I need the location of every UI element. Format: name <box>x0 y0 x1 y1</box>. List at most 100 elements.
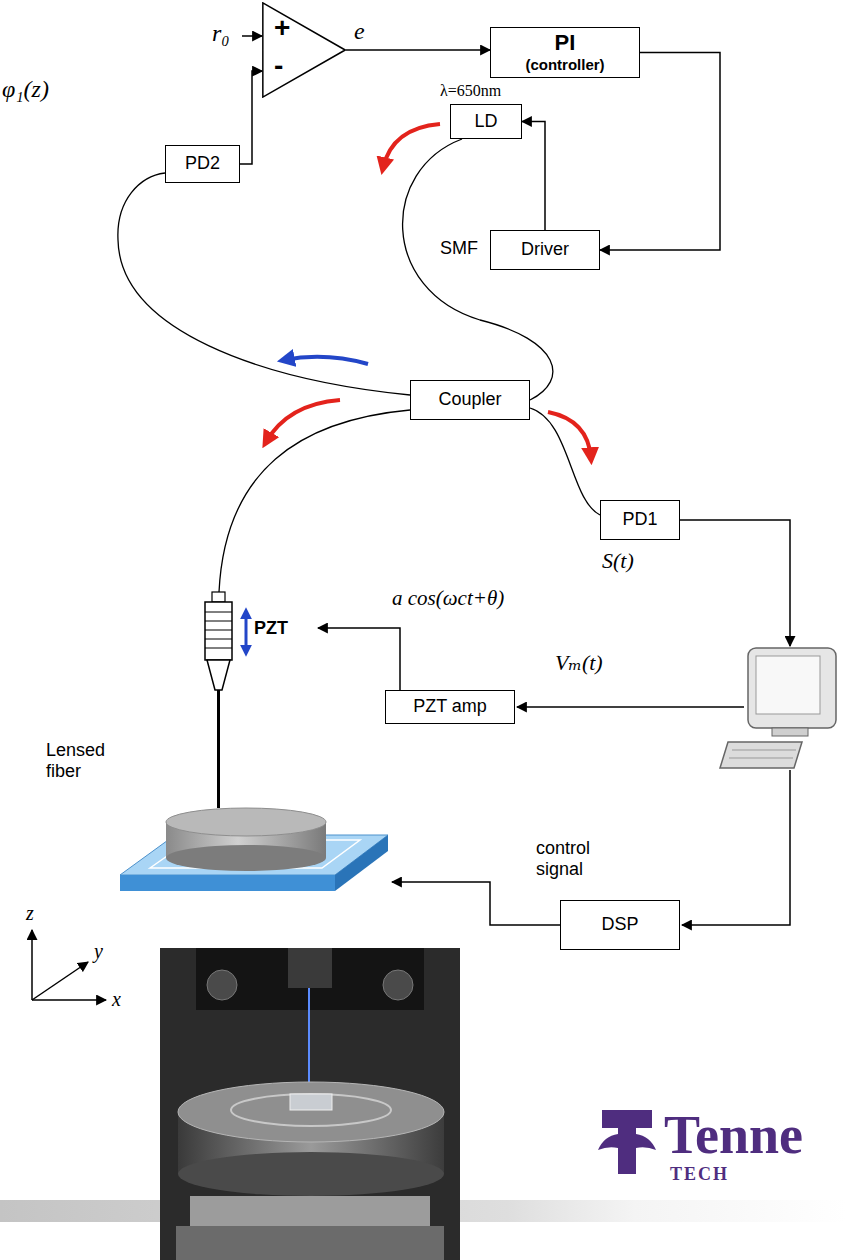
driver-box: Driver <box>490 230 600 270</box>
box-label: LD <box>474 111 497 133</box>
summing-junction: +- <box>262 2 346 98</box>
dsp-box: DSP <box>560 900 680 950</box>
axis <box>32 999 106 1001</box>
signal-wire <box>240 71 262 164</box>
signal-wire <box>600 53 720 251</box>
wavelength-note: λ=650nm <box>440 82 501 100</box>
axis-name: y <box>94 940 103 963</box>
emblem-wing <box>636 1134 656 1150</box>
part-name: Lensed fiber <box>46 740 128 781</box>
emblem-wing <box>598 1134 618 1150</box>
sample-top <box>166 808 326 836</box>
keyboard-row <box>729 758 793 759</box>
monitor-stand <box>772 728 808 736</box>
axis-name: x <box>112 988 121 1011</box>
signal-name: φ₁(z) <box>2 76 49 104</box>
sign-label: + <box>274 14 290 42</box>
box-label: PD1 <box>622 509 657 531</box>
fiber <box>530 408 600 515</box>
light-arrows <box>266 124 591 458</box>
signal-wires <box>242 36 790 925</box>
keyboard <box>720 742 802 768</box>
axis <box>32 962 88 1000</box>
signal-wire <box>517 706 744 708</box>
axis <box>31 930 33 1000</box>
box-label: Coupler <box>438 389 501 411</box>
signal-wire <box>242 35 262 37</box>
photodiode-box: PD1 <box>600 500 680 540</box>
sample-base <box>166 845 326 871</box>
photo-base <box>176 1226 444 1260</box>
signal-name: Vₘ(t) <box>555 650 603 675</box>
fiber <box>118 173 410 395</box>
light-arrow <box>266 400 340 442</box>
signal-name: r₀ <box>212 20 230 48</box>
photodiode-box: PD2 <box>165 145 240 183</box>
box-label: PI <box>555 31 576 55</box>
signal-wire <box>682 770 790 925</box>
keyboard-row <box>732 750 796 751</box>
signal-wire <box>680 520 790 646</box>
setup-photo <box>160 948 460 1260</box>
signal-name: control signal <box>536 838 618 879</box>
stage-front <box>120 875 335 891</box>
box-label: DSP <box>601 914 638 936</box>
light-arrow <box>383 124 440 168</box>
pzt-actuator <box>205 592 246 808</box>
controller-box: PI(controller) <box>490 27 640 78</box>
photo-screw <box>383 970 413 1000</box>
coupler-box: Coupler <box>410 380 530 420</box>
box-label: (controller) <box>525 56 604 74</box>
triangle-shape <box>263 3 345 97</box>
signal-wire <box>522 122 545 231</box>
pzt-ridge <box>205 639 232 640</box>
screen <box>756 656 820 714</box>
pzt-ridge <box>205 612 232 613</box>
xy-stage <box>120 808 388 891</box>
fiber-name: SMF <box>440 238 478 259</box>
laser-diode-box: LD <box>450 104 522 139</box>
signal-name: e <box>352 18 367 44</box>
signal-wire <box>346 49 490 51</box>
axes <box>32 930 106 1000</box>
signal-name: S(t) <box>602 548 634 573</box>
part-name: PZT <box>254 618 288 639</box>
computer-icon <box>720 648 836 768</box>
logo-text: Tenne <box>664 1104 803 1166</box>
fiber <box>219 410 410 592</box>
light-arrow <box>284 357 368 364</box>
photo-plate <box>190 1196 430 1226</box>
pzt-ridge <box>205 648 232 649</box>
box-label: PZT amp <box>413 696 487 718</box>
photo-ground <box>160 948 460 1260</box>
photo-holder <box>288 948 332 988</box>
lensed-fiber <box>217 690 220 808</box>
signal-wire <box>318 628 400 690</box>
motion-arrow <box>245 612 248 652</box>
logo-text: TECH <box>670 1164 729 1185</box>
box-label: Driver <box>521 239 569 261</box>
signal-name: a cos(ωct+θ) <box>392 586 504 610</box>
university-emblem <box>598 1110 656 1174</box>
amplifier-box: PZT amp <box>385 690 515 724</box>
photo-sample <box>290 1094 332 1110</box>
pzt-ridge <box>205 630 232 631</box>
pzt-ridge <box>205 621 232 622</box>
photo-cylinder-base <box>178 1152 444 1196</box>
sign-label: - <box>274 52 283 80</box>
photo-fiber <box>308 988 310 1096</box>
stage-side <box>335 835 388 891</box>
monitor <box>748 648 836 728</box>
pzt-body <box>205 602 232 660</box>
photo-ring <box>231 1094 391 1126</box>
photo-cylinder-top <box>178 1082 444 1142</box>
axis-name: z <box>26 902 34 925</box>
light-arrow <box>548 412 591 458</box>
photo-screw <box>207 970 237 1000</box>
pzt-cap <box>212 592 225 602</box>
pzt-taper <box>207 660 230 690</box>
signal-wire <box>392 882 560 925</box>
